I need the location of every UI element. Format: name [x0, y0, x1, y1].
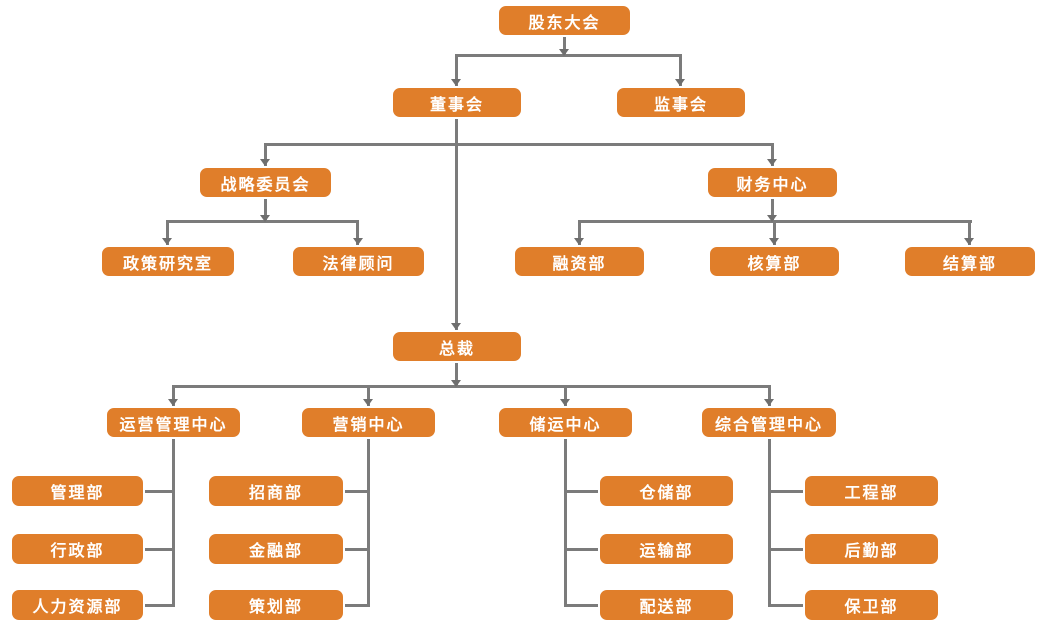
- connector-line: [563, 37, 566, 56]
- connector-line: [566, 490, 598, 493]
- connector-line: [770, 604, 803, 607]
- node-logistics-dept: 后勤部: [803, 532, 940, 566]
- node-settlement-dept: 结算部: [903, 245, 1037, 278]
- connector-line: [768, 385, 771, 406]
- node-financing-dept: 融资部: [513, 245, 646, 278]
- down-arrowhead-icon: [451, 323, 461, 330]
- down-arrowhead-icon: [767, 215, 777, 222]
- down-arrowhead-icon: [451, 380, 461, 387]
- down-arrowhead-icon: [260, 159, 270, 166]
- connector-line: [264, 143, 774, 146]
- connector-line: [771, 199, 774, 222]
- node-finance-dept: 金融部: [207, 532, 345, 566]
- node-president: 总裁: [391, 330, 523, 363]
- down-arrowhead-icon: [260, 215, 270, 222]
- connector-line: [145, 490, 174, 493]
- connector-line: [172, 439, 175, 607]
- connector-line: [679, 54, 682, 86]
- connector-line: [345, 604, 369, 607]
- down-arrowhead-icon: [168, 399, 178, 406]
- node-administration-dept: 行政部: [10, 532, 145, 566]
- down-arrowhead-icon: [353, 238, 363, 245]
- node-finance-center: 财务中心: [706, 166, 839, 199]
- connector-line: [564, 439, 567, 607]
- connector-line: [172, 385, 175, 406]
- node-management-dept: 管理部: [10, 474, 145, 508]
- node-hr-dept: 人力资源部: [10, 588, 145, 622]
- node-transportation-dept: 运输部: [598, 532, 735, 566]
- connector-line: [264, 143, 267, 166]
- down-arrowhead-icon: [559, 49, 569, 56]
- node-shareholders-meeting: 股东大会: [497, 4, 632, 37]
- node-investment-promotion-dept: 招商部: [207, 474, 345, 508]
- connector-line: [768, 439, 771, 607]
- connector-line: [564, 385, 567, 406]
- connector-line: [367, 439, 370, 607]
- down-arrowhead-icon: [363, 399, 373, 406]
- down-arrowhead-icon: [560, 399, 570, 406]
- connector-line: [773, 220, 776, 245]
- node-board-of-directors: 董事会: [391, 86, 523, 119]
- connector-line: [770, 548, 803, 551]
- connector-line: [968, 220, 971, 245]
- connector-line: [456, 54, 682, 57]
- down-arrowhead-icon: [574, 238, 584, 245]
- node-engineering-dept: 工程部: [803, 474, 940, 508]
- down-arrowhead-icon: [767, 159, 777, 166]
- connector-line: [578, 220, 581, 245]
- connector-line: [455, 363, 458, 387]
- node-policy-research-office: 政策研究室: [100, 245, 236, 278]
- connector-line: [566, 604, 598, 607]
- connector-line: [455, 119, 458, 330]
- down-arrowhead-icon: [964, 238, 974, 245]
- down-arrowhead-icon: [675, 79, 685, 86]
- node-accounting-dept: 核算部: [708, 245, 841, 278]
- node-distribution-dept: 配送部: [598, 588, 735, 622]
- connector-line: [145, 548, 174, 551]
- connector-line: [356, 220, 359, 245]
- node-storage-transport-center: 储运中心: [497, 406, 634, 439]
- down-arrowhead-icon: [451, 79, 461, 86]
- connector-line: [166, 220, 169, 245]
- connector-line: [367, 385, 370, 406]
- down-arrowhead-icon: [769, 238, 779, 245]
- node-legal-advisor: 法律顾问: [291, 245, 426, 278]
- connector-line: [145, 604, 174, 607]
- node-operations-mgmt-center: 运营管理中心: [105, 406, 242, 439]
- node-planning-dept: 策划部: [207, 588, 345, 622]
- connector-line: [172, 385, 769, 388]
- connector-line: [770, 490, 803, 493]
- connector-line: [455, 54, 458, 86]
- down-arrowhead-icon: [162, 238, 172, 245]
- down-arrowhead-icon: [764, 399, 774, 406]
- node-security-dept: 保卫部: [803, 588, 940, 622]
- connector-line: [345, 548, 369, 551]
- connector-line: [345, 490, 369, 493]
- node-general-mgmt-center: 综合管理中心: [700, 406, 838, 439]
- connector-line: [771, 143, 774, 166]
- node-supervisory-board: 监事会: [615, 86, 747, 119]
- node-marketing-center: 营销中心: [300, 406, 437, 439]
- node-warehousing-dept: 仓储部: [598, 474, 735, 508]
- connector-line: [566, 548, 598, 551]
- connector-line: [264, 199, 267, 222]
- node-strategy-committee: 战略委员会: [198, 166, 333, 199]
